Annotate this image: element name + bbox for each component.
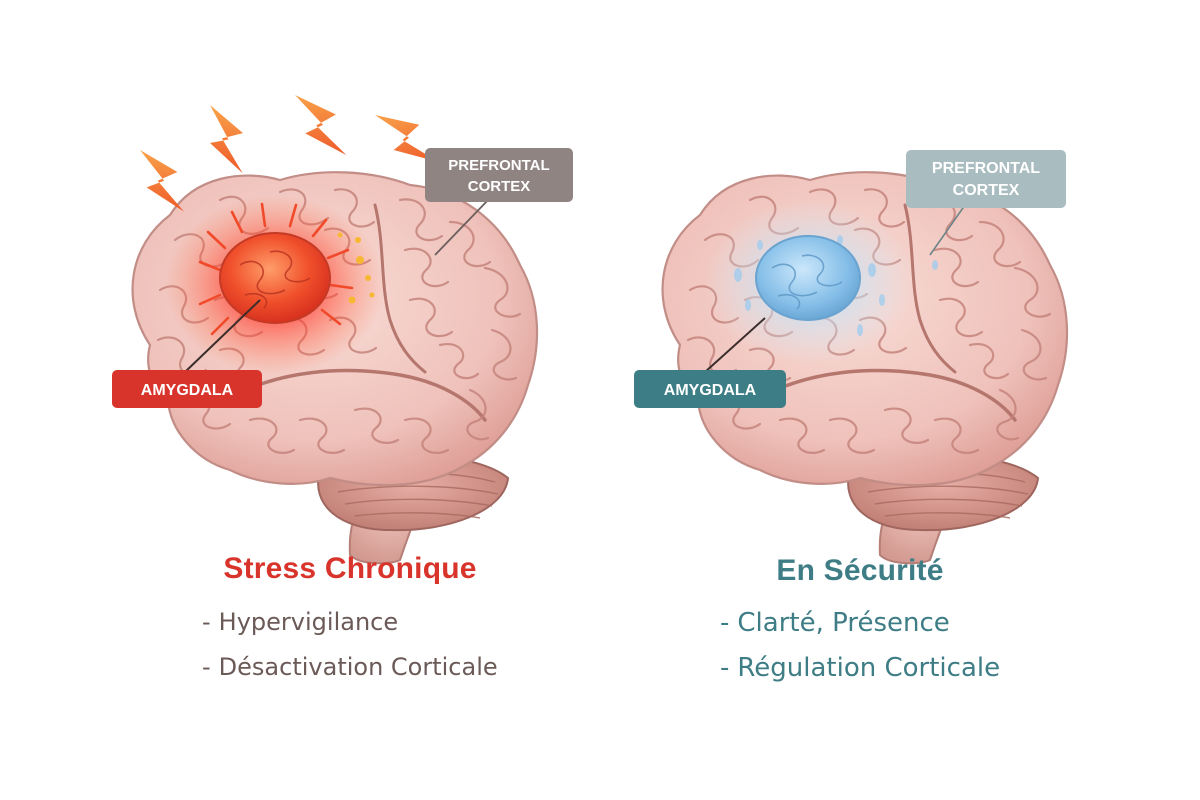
list-item-text: Désactivation Corticale: [218, 653, 498, 681]
list-dash: -: [202, 608, 211, 636]
prefrontal-label-line1: PREFRONTAL: [448, 157, 549, 174]
list-dash: -: [202, 653, 211, 681]
list-item-text: Régulation Corticale: [737, 653, 1001, 683]
stress-prefrontal-tag: PREFRONTAL CORTEX: [425, 148, 573, 256]
spark-dots: [337, 232, 375, 304]
list-item-text: Hypervigilance: [218, 608, 399, 636]
prefrontal-label-line2: CORTEX: [953, 182, 1020, 199]
calm-droplets: [734, 235, 938, 336]
safe-panel-title: En Sécurité: [776, 554, 944, 587]
safe-prefrontal-tag: PREFRONTAL CORTEX: [906, 150, 1066, 256]
stress-amygdala-tag: AMYGDALA: [112, 299, 262, 408]
amygdala-label: AMYGDALA: [664, 382, 757, 399]
stress-panel-title: Stress Chronique: [223, 552, 477, 585]
stress-list-item-2: -Désactivation Corticale: [202, 653, 498, 681]
list-item-text: Clarté, Présence: [737, 608, 950, 638]
safe-amygdala-tag: AMYGDALA: [634, 317, 786, 408]
prefrontal-label-line2: CORTEX: [468, 178, 531, 195]
amygdala-core: [219, 232, 331, 324]
lightning-bolt-icon: [140, 150, 184, 212]
amygdala-core: [755, 235, 861, 321]
prefrontal-label-line1: PREFRONTAL: [932, 160, 1040, 177]
lightning-bolt-icon: [295, 90, 347, 160]
list-dash: -: [720, 608, 730, 638]
stress-rays: [198, 202, 354, 336]
safe-brain: [660, 170, 1069, 566]
stress-list-item-1: -Hypervigilance: [202, 608, 398, 636]
lightning-bolt-icon: [199, 105, 254, 174]
safe-list-item-2: -Régulation Corticale: [720, 653, 1000, 683]
stress-brain: [130, 170, 539, 566]
safe-list-item-1: -Clarté, Présence: [720, 608, 950, 638]
list-dash: -: [720, 653, 730, 683]
amygdala-label: AMYGDALA: [141, 382, 234, 399]
